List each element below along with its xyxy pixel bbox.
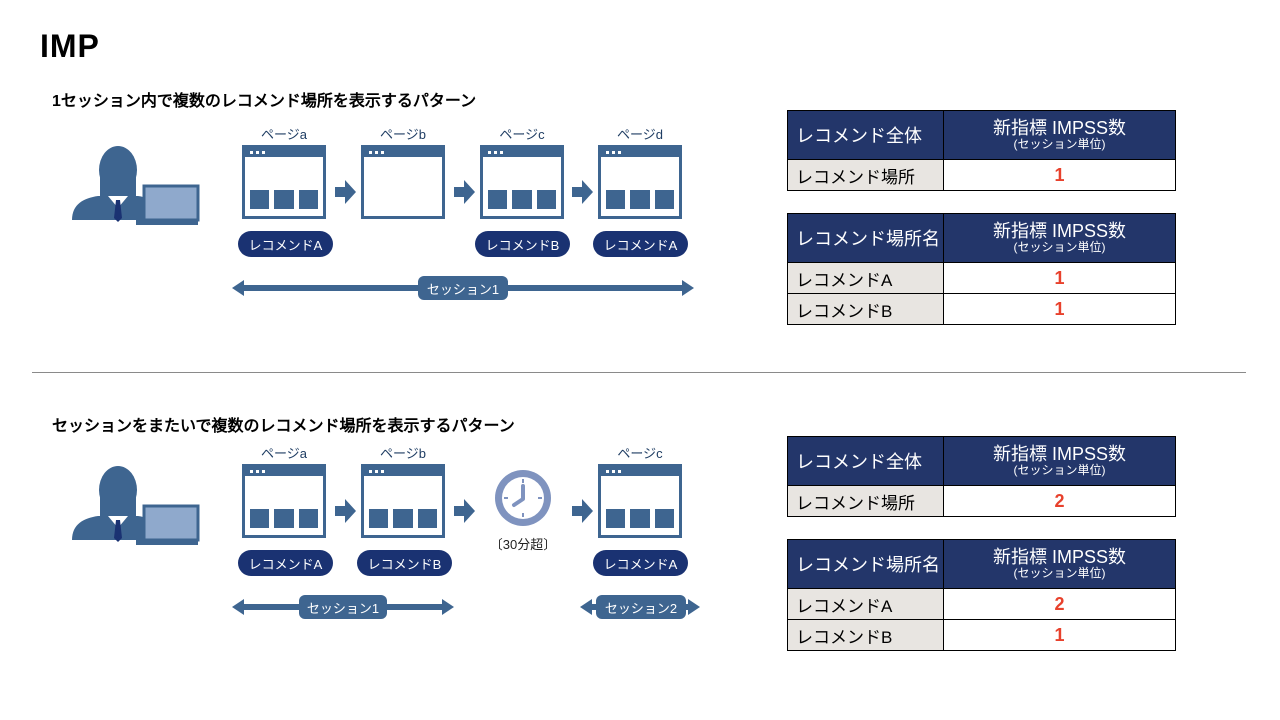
table-header-label: レコメンド全体	[787, 436, 944, 486]
browser-page-icon	[598, 464, 682, 538]
session-label: セッション1	[299, 595, 387, 619]
table-header-metric: 新指標 IMPSS数(セッション単位)	[943, 213, 1176, 263]
recommend-badge: レコメンドB	[475, 231, 570, 257]
table-row: レコメンドA 1	[787, 262, 1176, 294]
table-header-metric: 新指標 IMPSS数(セッション単位)	[943, 436, 1176, 486]
recommend-badge: レコメンドB	[357, 550, 452, 576]
arrow-right-icon	[335, 180, 356, 204]
arrow-right-icon	[572, 499, 593, 523]
page-label: ページb	[380, 127, 426, 142]
page-title: IMP	[40, 28, 100, 64]
browser-page-icon	[598, 145, 682, 219]
browser-page-icon	[242, 464, 326, 538]
breakdown-table: レコメンド場所名 新指標 IMPSS数(セッション単位) レコメンドA 1 レコ…	[787, 213, 1176, 325]
user-with-laptop-icon	[72, 466, 200, 545]
page-label: ページa	[261, 127, 307, 142]
section1-heading: 1セッション内で複数のレコメンド場所を表示するパターン	[52, 93, 477, 110]
row-value: 1	[943, 262, 1176, 294]
table-header-metric: 新指標 IMPSS数(セッション単位)	[943, 539, 1176, 589]
arrow-right-icon	[572, 180, 593, 204]
table-row: レコメンドB 1	[787, 293, 1176, 325]
table-row: レコメンドA 2	[787, 588, 1176, 620]
table-header-label: レコメンド場所名	[787, 539, 944, 589]
summary-table: レコメンド全体 新指標 IMPSS数(セッション単位) レコメンド場所 1	[787, 110, 1176, 191]
recommend-badge: レコメンドA	[238, 231, 333, 257]
row-label: レコメンドB	[787, 293, 944, 325]
table-row: レコメンド場所 1	[787, 159, 1176, 191]
summary-table: レコメンド全体 新指標 IMPSS数(セッション単位) レコメンド場所 2	[787, 436, 1176, 517]
browser-page-icon	[361, 145, 445, 219]
browser-page-icon	[361, 464, 445, 538]
row-value: 1	[943, 293, 1176, 325]
recommend-badge: レコメンドA	[593, 550, 688, 576]
session-label: セッション2	[596, 595, 686, 619]
arrow-right-icon	[454, 499, 475, 523]
arrow-right-icon	[335, 499, 356, 523]
row-label: レコメンドA	[787, 588, 944, 620]
breakdown-table: レコメンド場所名 新指標 IMPSS数(セッション単位) レコメンドA 2 レコ…	[787, 539, 1176, 651]
user-with-laptop-icon	[72, 146, 200, 225]
table-header-metric: 新指標 IMPSS数(セッション単位)	[943, 110, 1176, 160]
section-divider	[32, 372, 1246, 373]
recommend-badge: レコメンドA	[238, 550, 333, 576]
row-label: レコメンド場所	[787, 159, 944, 191]
clock-icon	[495, 470, 551, 526]
page-label: ページc	[617, 446, 663, 461]
browser-page-icon	[480, 145, 564, 219]
clock-caption: 〔30分超〕	[489, 537, 557, 552]
row-value: 2	[943, 485, 1176, 517]
browser-page-icon	[242, 145, 326, 219]
row-label: レコメンドA	[787, 262, 944, 294]
page-label: ページc	[499, 127, 545, 142]
recommend-badge: レコメンドA	[593, 231, 688, 257]
table-row: レコメンドB 1	[787, 619, 1176, 651]
table-row: レコメンド場所 2	[787, 485, 1176, 517]
row-value: 1	[943, 619, 1176, 651]
arrow-right-icon	[454, 180, 475, 204]
row-value: 2	[943, 588, 1176, 620]
row-value: 1	[943, 159, 1176, 191]
page-label: ページb	[380, 446, 426, 461]
page-label: ページd	[617, 127, 663, 142]
row-label: レコメンドB	[787, 619, 944, 651]
table-header-label: レコメンド場所名	[787, 213, 944, 263]
session-label: セッション1	[418, 276, 508, 300]
table-header-label: レコメンド全体	[787, 110, 944, 160]
section2-heading: セッションをまたいで複数のレコメンド場所を表示するパターン	[52, 418, 515, 435]
row-label: レコメンド場所	[787, 485, 944, 517]
page-label: ページa	[261, 446, 307, 461]
